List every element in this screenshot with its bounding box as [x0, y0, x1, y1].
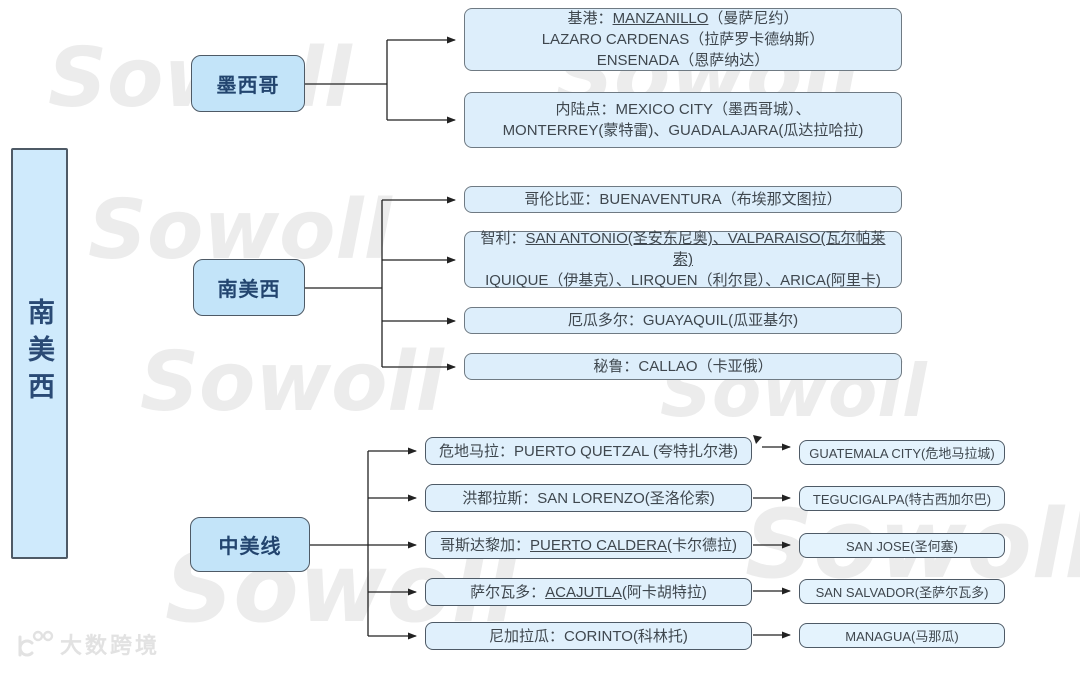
brand-watermark: 大数跨境: [14, 628, 160, 660]
leaf-text: 秘鲁：CALLAO（卡亚俄）: [593, 358, 773, 375]
leaf-node-managua[interactable]: MANAGUA(马那瓜): [799, 623, 1005, 648]
leaf-text: 洪都拉斯：SAN LORENZO(圣洛伦索): [462, 489, 715, 507]
leaf-node-el-salvador-port[interactable]: 萨尔瓦多：ACAJUTLA(阿卡胡特拉): [425, 578, 752, 606]
brand-logo-text: 大数跨境: [60, 633, 161, 658]
leaf-node-peru[interactable]: 秘鲁：CALLAO（卡亚俄）: [464, 353, 902, 380]
branch-node-central-america[interactable]: 中美线: [190, 517, 310, 572]
leaf-node-guatemala-port[interactable]: 危地马拉：PUERTO QUETZAL (夸特扎尔港): [425, 437, 752, 465]
leaf-node-colombia[interactable]: 哥伦比亚：BUENAVENTURA（布埃那文图拉）: [464, 186, 902, 213]
leaf-node-honduras-port[interactable]: 洪都拉斯：SAN LORENZO(圣洛伦索): [425, 484, 752, 512]
branch-node-mexico[interactable]: 墨西哥: [191, 55, 305, 112]
leaf-node-costa-rica-port[interactable]: 哥斯达黎加：PUERTO CALDERA(卡尔德拉): [425, 531, 752, 559]
leaf-node-tegucigalpa[interactable]: TEGUCIGALPA(特古西加尔巴): [799, 486, 1005, 511]
down-arrowhead: [753, 435, 762, 444]
leaf-node-guatemala-city[interactable]: GUATEMALA CITY(危地马拉城): [799, 440, 1005, 465]
leaf-node-chile[interactable]: 智利：SAN ANTONIO(圣安东尼奥)、VALPARAISO(瓦尔帕莱索) …: [464, 230, 902, 289]
root-node-south-america-west[interactable]: 南美西: [11, 148, 68, 559]
leaf-node-mexico-base-ports[interactable]: 基港：MANZANILLO（曼萨尼约） LAZARO CARDENAS（拉萨罗卡…: [464, 8, 902, 71]
leaf-text: 尼加拉瓜：CORINTO(科林托): [489, 627, 688, 645]
leaf-text: 危地马拉：PUERTO QUETZAL (夸特扎尔港): [439, 442, 738, 460]
leaf-node-san-salvador[interactable]: SAN SALVADOR(圣萨尔瓦多): [799, 579, 1005, 604]
leaf-text: 厄瓜多尔：GUAYAQUIL(瓜亚基尔): [567, 312, 799, 329]
leaf-node-san-jose[interactable]: SAN JOSE(圣何塞): [799, 533, 1005, 558]
leaf-text: 萨尔瓦多：ACAJUTLA(阿卡胡特拉): [470, 583, 707, 601]
leaf-node-nicaragua-port[interactable]: 尼加拉瓜：CORINTO(科林托): [425, 622, 752, 650]
leaf-text: 内陆点：MEXICO CITY（墨西哥城）、 MONTERREY(蒙特雷)、GU…: [502, 101, 864, 139]
leaf-text: 智利：SAN ANTONIO(圣安东尼奥)、VALPARAISO(瓦尔帕莱索) …: [480, 230, 886, 289]
branch-node-south-america-west[interactable]: 南美西: [193, 259, 305, 316]
leaf-text: 基港：MANZANILLO（曼萨尼约） LAZARO CARDENAS（拉萨罗卡…: [541, 10, 825, 69]
brand-logo-icon: [14, 629, 54, 659]
leaf-node-ecuador[interactable]: 厄瓜多尔：GUAYAQUIL(瓜亚基尔): [464, 307, 902, 334]
leaf-text: 哥斯达黎加：PUERTO CALDERA(卡尔德拉): [439, 536, 737, 554]
leaf-node-mexico-inland-points[interactable]: 内陆点：MEXICO CITY（墨西哥城）、 MONTERREY(蒙特雷)、GU…: [464, 92, 902, 148]
leaf-text: 哥伦比亚：BUENAVENTURA（布埃那文图拉）: [524, 191, 842, 208]
